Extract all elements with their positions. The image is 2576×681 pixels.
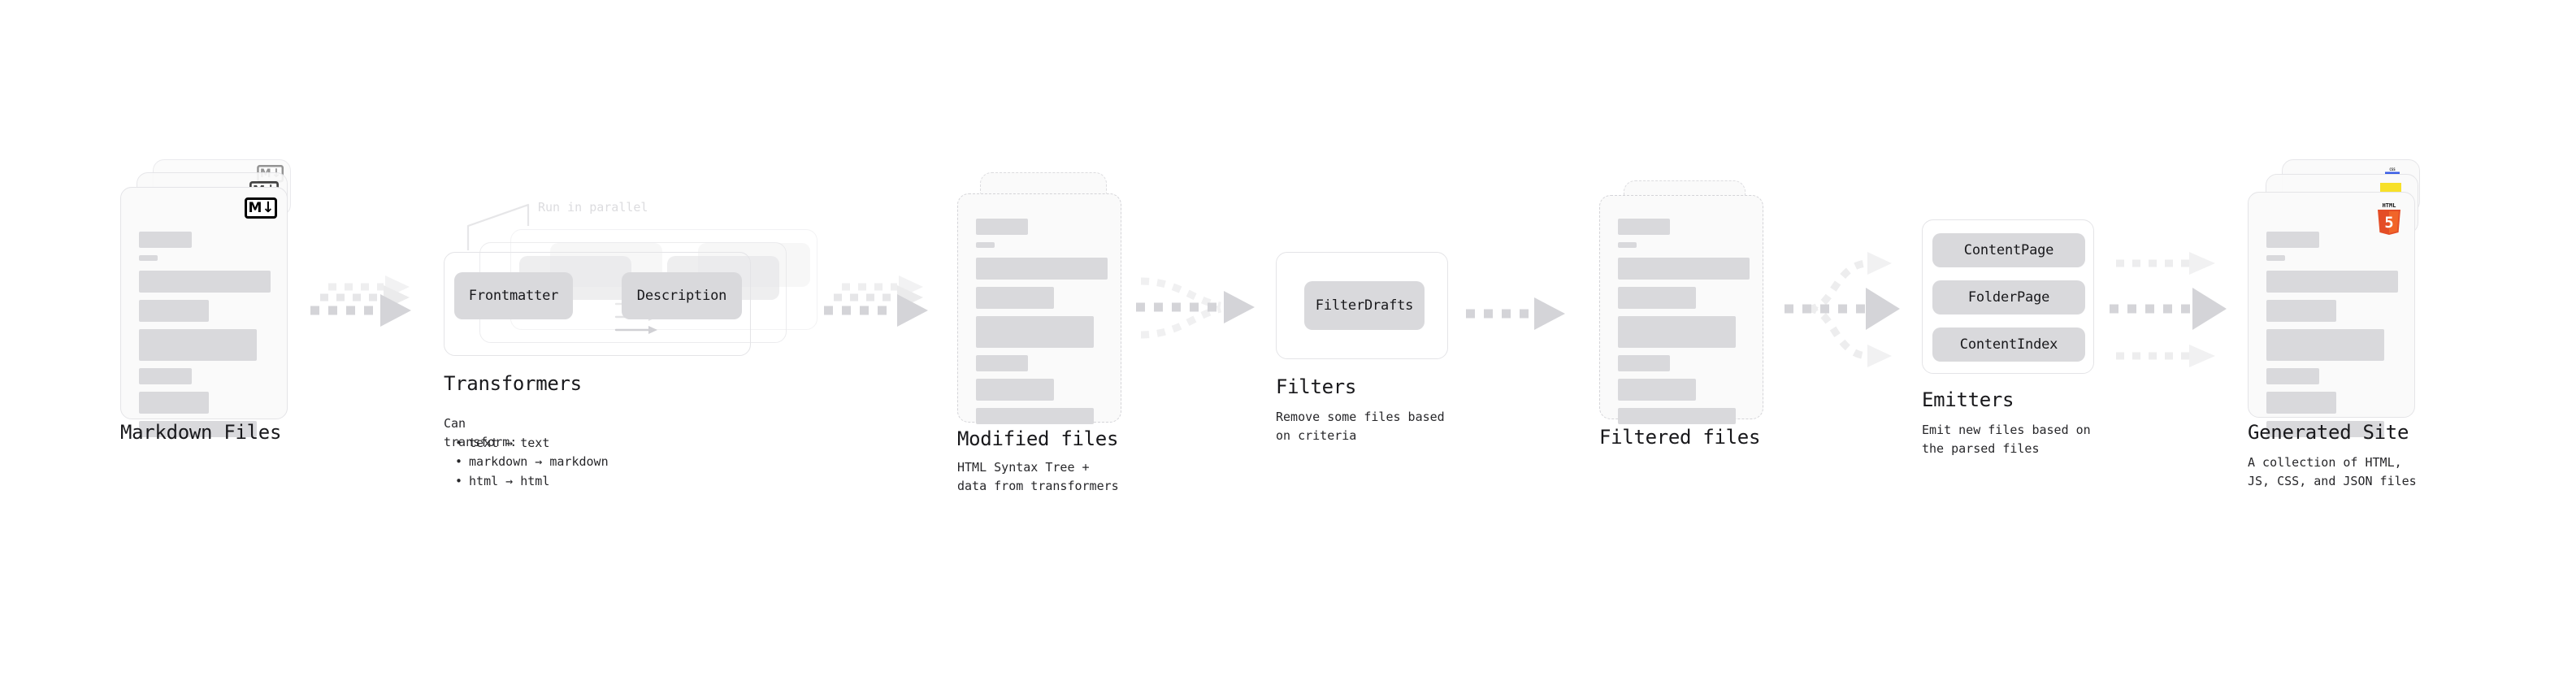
stage-filters: FilterDrafts Filters Remove some files b… <box>1276 252 1448 443</box>
transformers-bullet-list: text → text markdown → markdown html → h… <box>455 434 609 491</box>
placeholder-line <box>976 258 1108 280</box>
placeholder-line <box>139 368 192 384</box>
run-in-parallel-brace <box>465 195 562 252</box>
connector-filtered-to-emitters <box>1785 236 1923 382</box>
filtered-files-card[interactable] <box>1599 195 1763 424</box>
modified-files-card-stack <box>957 172 1136 424</box>
placeholder-line <box>2266 421 2384 437</box>
chip-frontmatter[interactable]: Frontmatter <box>454 272 573 319</box>
page-title-markdown-files: Markdown Files <box>120 421 282 444</box>
css-icon-label: CSS <box>2389 167 2396 171</box>
placeholder-line <box>1618 316 1736 348</box>
placeholder-line <box>2266 392 2336 414</box>
placeholder-line <box>976 316 1094 348</box>
page-title-filtered-files: Filtered files <box>1599 426 1761 449</box>
modified-placeholder-lines <box>976 219 1108 432</box>
emitters-panel[interactable]: ContentPage FolderPage ContentIndex <box>1922 219 2094 374</box>
page-title-transformers: Transformers <box>444 372 582 395</box>
chip-contentpage[interactable]: ContentPage <box>1932 233 2085 267</box>
html5-icon-digit: 5 <box>2384 214 2393 232</box>
placeholder-line <box>139 300 209 322</box>
placeholder-line <box>2266 329 2384 361</box>
stage-filtered-files: Filtered files <box>1599 180 1774 449</box>
placeholder-line <box>976 242 995 248</box>
placeholder-line <box>1618 355 1670 371</box>
stage-emitters: ContentPage FolderPage ContentIndex Emit… <box>1922 219 2094 456</box>
md-badge-letter: M <box>248 199 262 216</box>
placeholder-line <box>2266 255 2285 261</box>
generated-placeholder-lines <box>2266 232 2398 445</box>
connector-markdown-to-transformers <box>307 275 421 340</box>
css-icon-svg: CSS <box>2385 167 2400 174</box>
placeholder-line <box>1618 408 1736 424</box>
placeholder-line <box>976 408 1094 424</box>
page-title-generated-site: Generated Site <box>2248 421 2409 444</box>
chip-filterdrafts[interactable]: FilterDrafts <box>1304 281 1425 330</box>
stage-generated-site: CSS HTML 5 <box>2248 159 2443 488</box>
markdown-down-icon: M↓ <box>245 197 277 219</box>
chip-contentindex[interactable]: ContentIndex <box>1932 327 2085 362</box>
transformers-panel[interactable]: Frontmatter Description <box>444 252 751 356</box>
stage-markdown-files: M↓ M↓ M↓ <box>120 159 307 444</box>
html5-icon-svg: HTML 5 <box>2378 202 2400 235</box>
placeholder-line <box>2266 368 2319 384</box>
md-badge-arrow: ↓ <box>262 199 274 216</box>
placeholder-line <box>139 421 257 437</box>
markdown-files-card-stack: M↓ M↓ M↓ <box>120 159 307 437</box>
placeholder-line <box>1618 258 1750 280</box>
connector-filters-to-filtered <box>1463 293 1585 341</box>
list-item: text → text <box>455 434 609 453</box>
filters-panel[interactable]: FilterDrafts <box>1276 252 1448 359</box>
run-in-parallel-label: Run in parallel <box>538 200 648 215</box>
placeholder-line <box>976 379 1054 401</box>
list-item: markdown → markdown <box>455 453 609 471</box>
placeholder-line <box>2266 300 2336 322</box>
placeholder-line <box>976 355 1028 371</box>
chip-folderpage[interactable]: FolderPage <box>1932 280 2085 314</box>
emitters-description: Emit new files based on the parsed files <box>1922 423 2091 456</box>
placeholder-line <box>1618 379 1696 401</box>
connector-modified-to-filters <box>1136 268 1274 349</box>
page-title-filters: Filters <box>1276 375 1357 398</box>
chip-description[interactable]: Description <box>622 272 742 319</box>
placeholder-line <box>976 287 1054 309</box>
markdown-files-card[interactable]: M↓ <box>120 187 288 437</box>
placeholder-line <box>1618 242 1637 248</box>
modified-files-description: HTML Syntax Tree + data from transformer… <box>957 460 1119 493</box>
filtered-files-card-stack <box>1599 180 1774 424</box>
stage-modified-files: Modified files HTML Syntax Tree + data f… <box>957 172 1136 493</box>
placeholder-line <box>1618 219 1670 235</box>
filters-description: Remove some files based on criteria <box>1276 410 1445 443</box>
placeholder-line <box>139 271 271 293</box>
placeholder-line <box>139 232 192 248</box>
markdown-placeholder-lines <box>139 232 271 445</box>
generated-site-card-stack: CSS HTML 5 <box>2248 159 2443 437</box>
html5-icon-label: HTML <box>2383 202 2396 209</box>
placeholder-line <box>2266 232 2319 248</box>
placeholder-line <box>139 255 158 261</box>
placeholder-line <box>1618 287 1696 309</box>
placeholder-line <box>139 329 257 361</box>
modified-files-card[interactable] <box>957 193 1121 424</box>
generated-site-card[interactable]: HTML 5 <box>2248 192 2415 437</box>
page-title-emitters: Emitters <box>1922 388 2014 411</box>
html5-icon: HTML 5 <box>2375 201 2403 235</box>
generated-site-description: A collection of HTML, JS, CSS, and JSON … <box>2248 455 2417 488</box>
placeholder-line <box>976 219 1028 235</box>
filtered-placeholder-lines <box>1618 219 1750 432</box>
placeholder-line <box>2266 271 2398 293</box>
css-icon: CSS <box>2383 167 2401 176</box>
placeholder-line <box>139 392 209 414</box>
connector-emitters-to-site <box>2110 236 2248 382</box>
list-item: html → html <box>455 472 609 491</box>
page-title-modified-files: Modified files <box>957 427 1119 450</box>
connector-transformers-to-modified <box>821 275 943 340</box>
